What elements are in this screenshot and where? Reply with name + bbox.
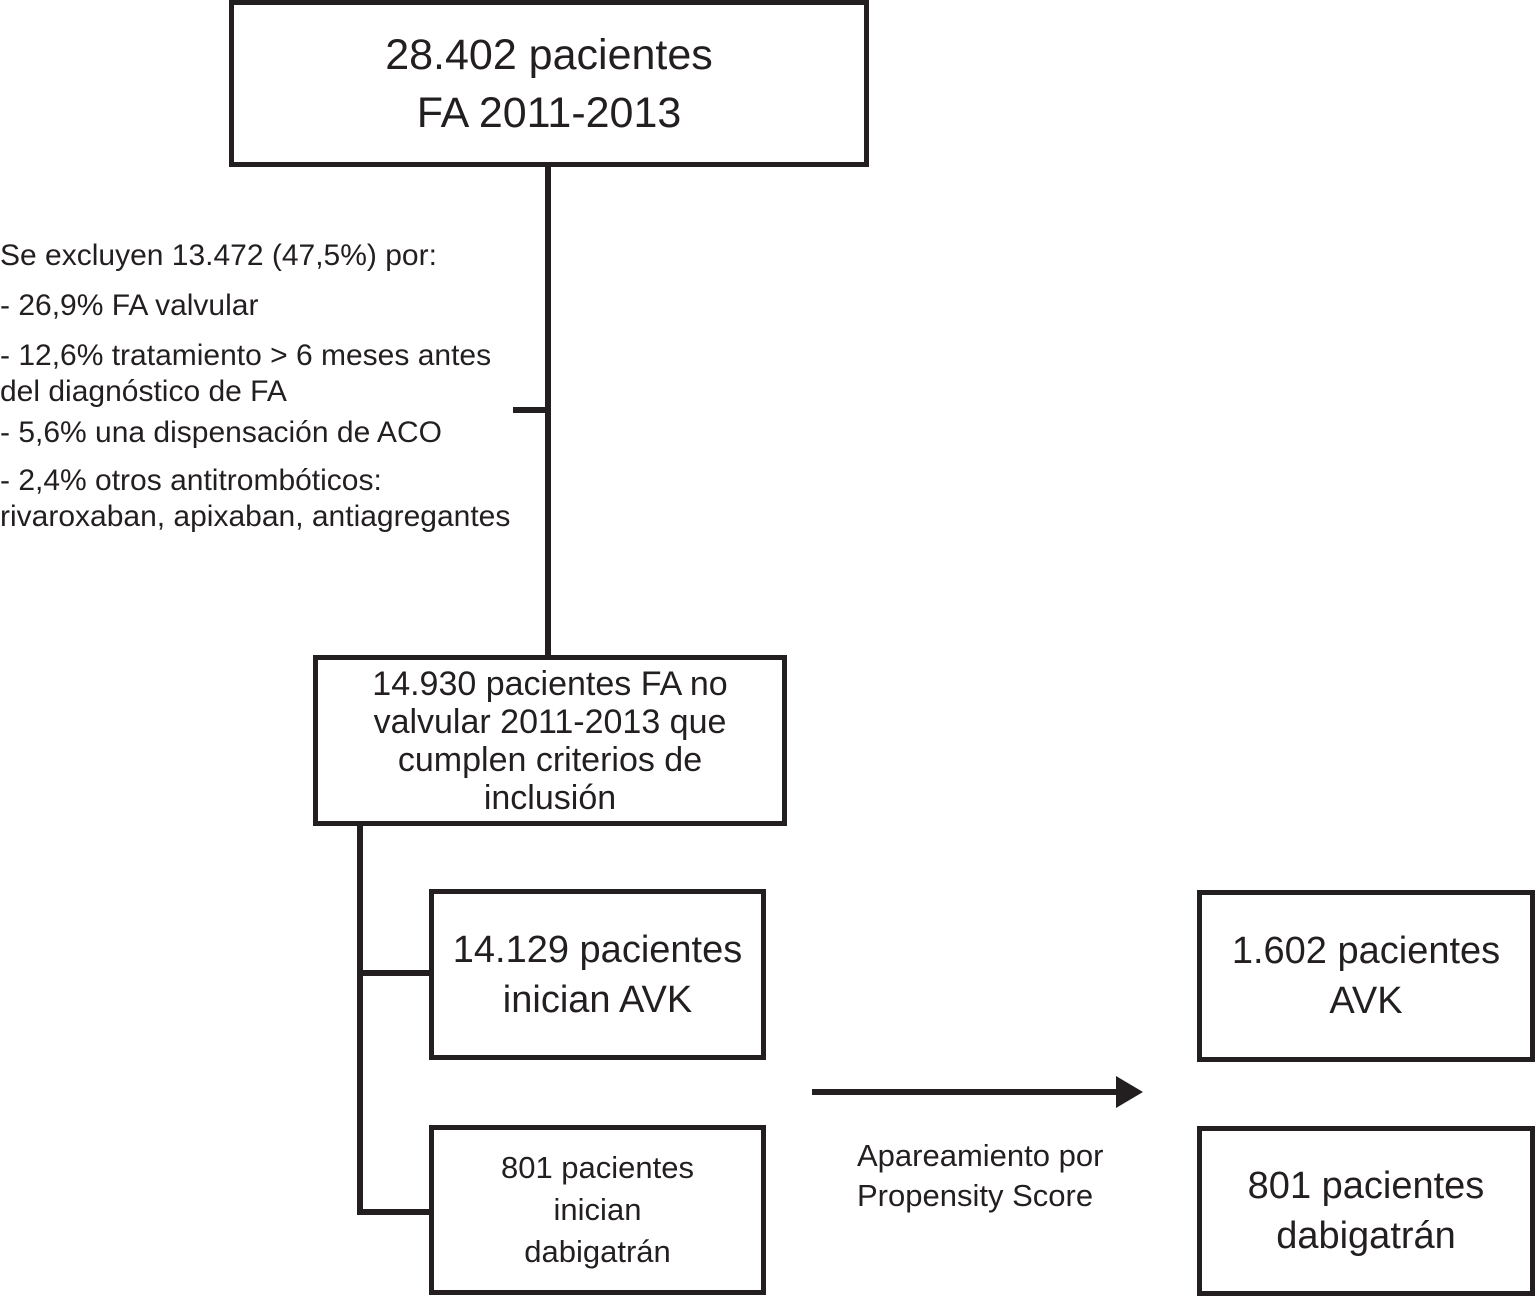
total-patients-count: 28.402 pacientes xyxy=(385,30,713,79)
exclusion-item-other-antithrombotics: - 2,4% otros antitrombóticos: xyxy=(0,464,382,497)
propensity-matching-label: Apareamiento por Propensity Score xyxy=(857,1136,1103,1216)
connector-branch-avk xyxy=(357,970,434,976)
included-line-3: cumplen criterios de xyxy=(397,740,703,779)
dabigatran-initiators-label-1: inician xyxy=(553,1192,642,1227)
included-line-4: inclusión xyxy=(483,778,617,817)
connector-branch-vertical xyxy=(357,822,363,1215)
dabigatran-initiators-box: 801 pacientes inician dabigatrán xyxy=(429,1125,766,1295)
included-line-2: valvular 2011-2013 que xyxy=(373,702,727,741)
matched-dabigatran-count: 801 pacientes xyxy=(1247,1165,1485,1207)
exclusion-note: Se excluyen 13.472 (47,5%) por: - 26,9% … xyxy=(0,238,510,535)
exclusion-item-single-dispensation: - 5,6% una dispensación de ACO xyxy=(0,416,442,449)
exclusion-item-prior-treatment-cont: del diagnóstico de FA xyxy=(0,375,287,408)
matching-label-line-1: Apareamiento por xyxy=(857,1138,1104,1173)
matched-avk-count: 1.602 pacientes xyxy=(1231,930,1501,972)
dabigatran-initiators-label-2: dabigatrán xyxy=(524,1234,671,1269)
exclusion-item-valvular: - 26,9% FA valvular xyxy=(0,289,259,322)
matching-label-line-2: Propensity Score xyxy=(857,1178,1094,1213)
avk-initiators-label: inician AVK xyxy=(502,978,693,1021)
matched-dabigatran-box: 801 pacientes dabigatrán xyxy=(1197,1126,1535,1296)
connector-branch-dabigatran xyxy=(357,1209,434,1215)
included-line-1: 14.930 pacientes FA no xyxy=(372,664,728,703)
avk-initiators-box: 14.129 pacientes inician AVK xyxy=(429,889,766,1060)
total-patients-period: FA 2011-2013 xyxy=(416,88,682,137)
connector-exclusion-tick xyxy=(513,407,551,413)
exclusion-header: Se excluyen 13.472 (47,5%) por: xyxy=(0,239,437,272)
included-patients-box: 14.930 pacientes FA no valvular 2011-201… xyxy=(313,655,787,826)
matched-dabigatran-label: dabigatrán xyxy=(1276,1215,1456,1257)
dabigatran-initiators-count: 801 pacientes xyxy=(500,1150,695,1185)
avk-initiators-count: 14.129 pacientes xyxy=(452,928,743,971)
exclusion-item-other-antithrombotics-cont: rivaroxaban, apixaban, antiagregantes xyxy=(0,500,511,533)
total-patients-box: 28.402 pacientes FA 2011-2013 xyxy=(229,0,869,167)
matched-avk-box: 1.602 pacientes AVK xyxy=(1197,890,1535,1062)
matched-avk-label: AVK xyxy=(1329,980,1403,1022)
exclusion-item-prior-treatment: - 12,6% tratamiento > 6 meses antes xyxy=(0,339,492,372)
